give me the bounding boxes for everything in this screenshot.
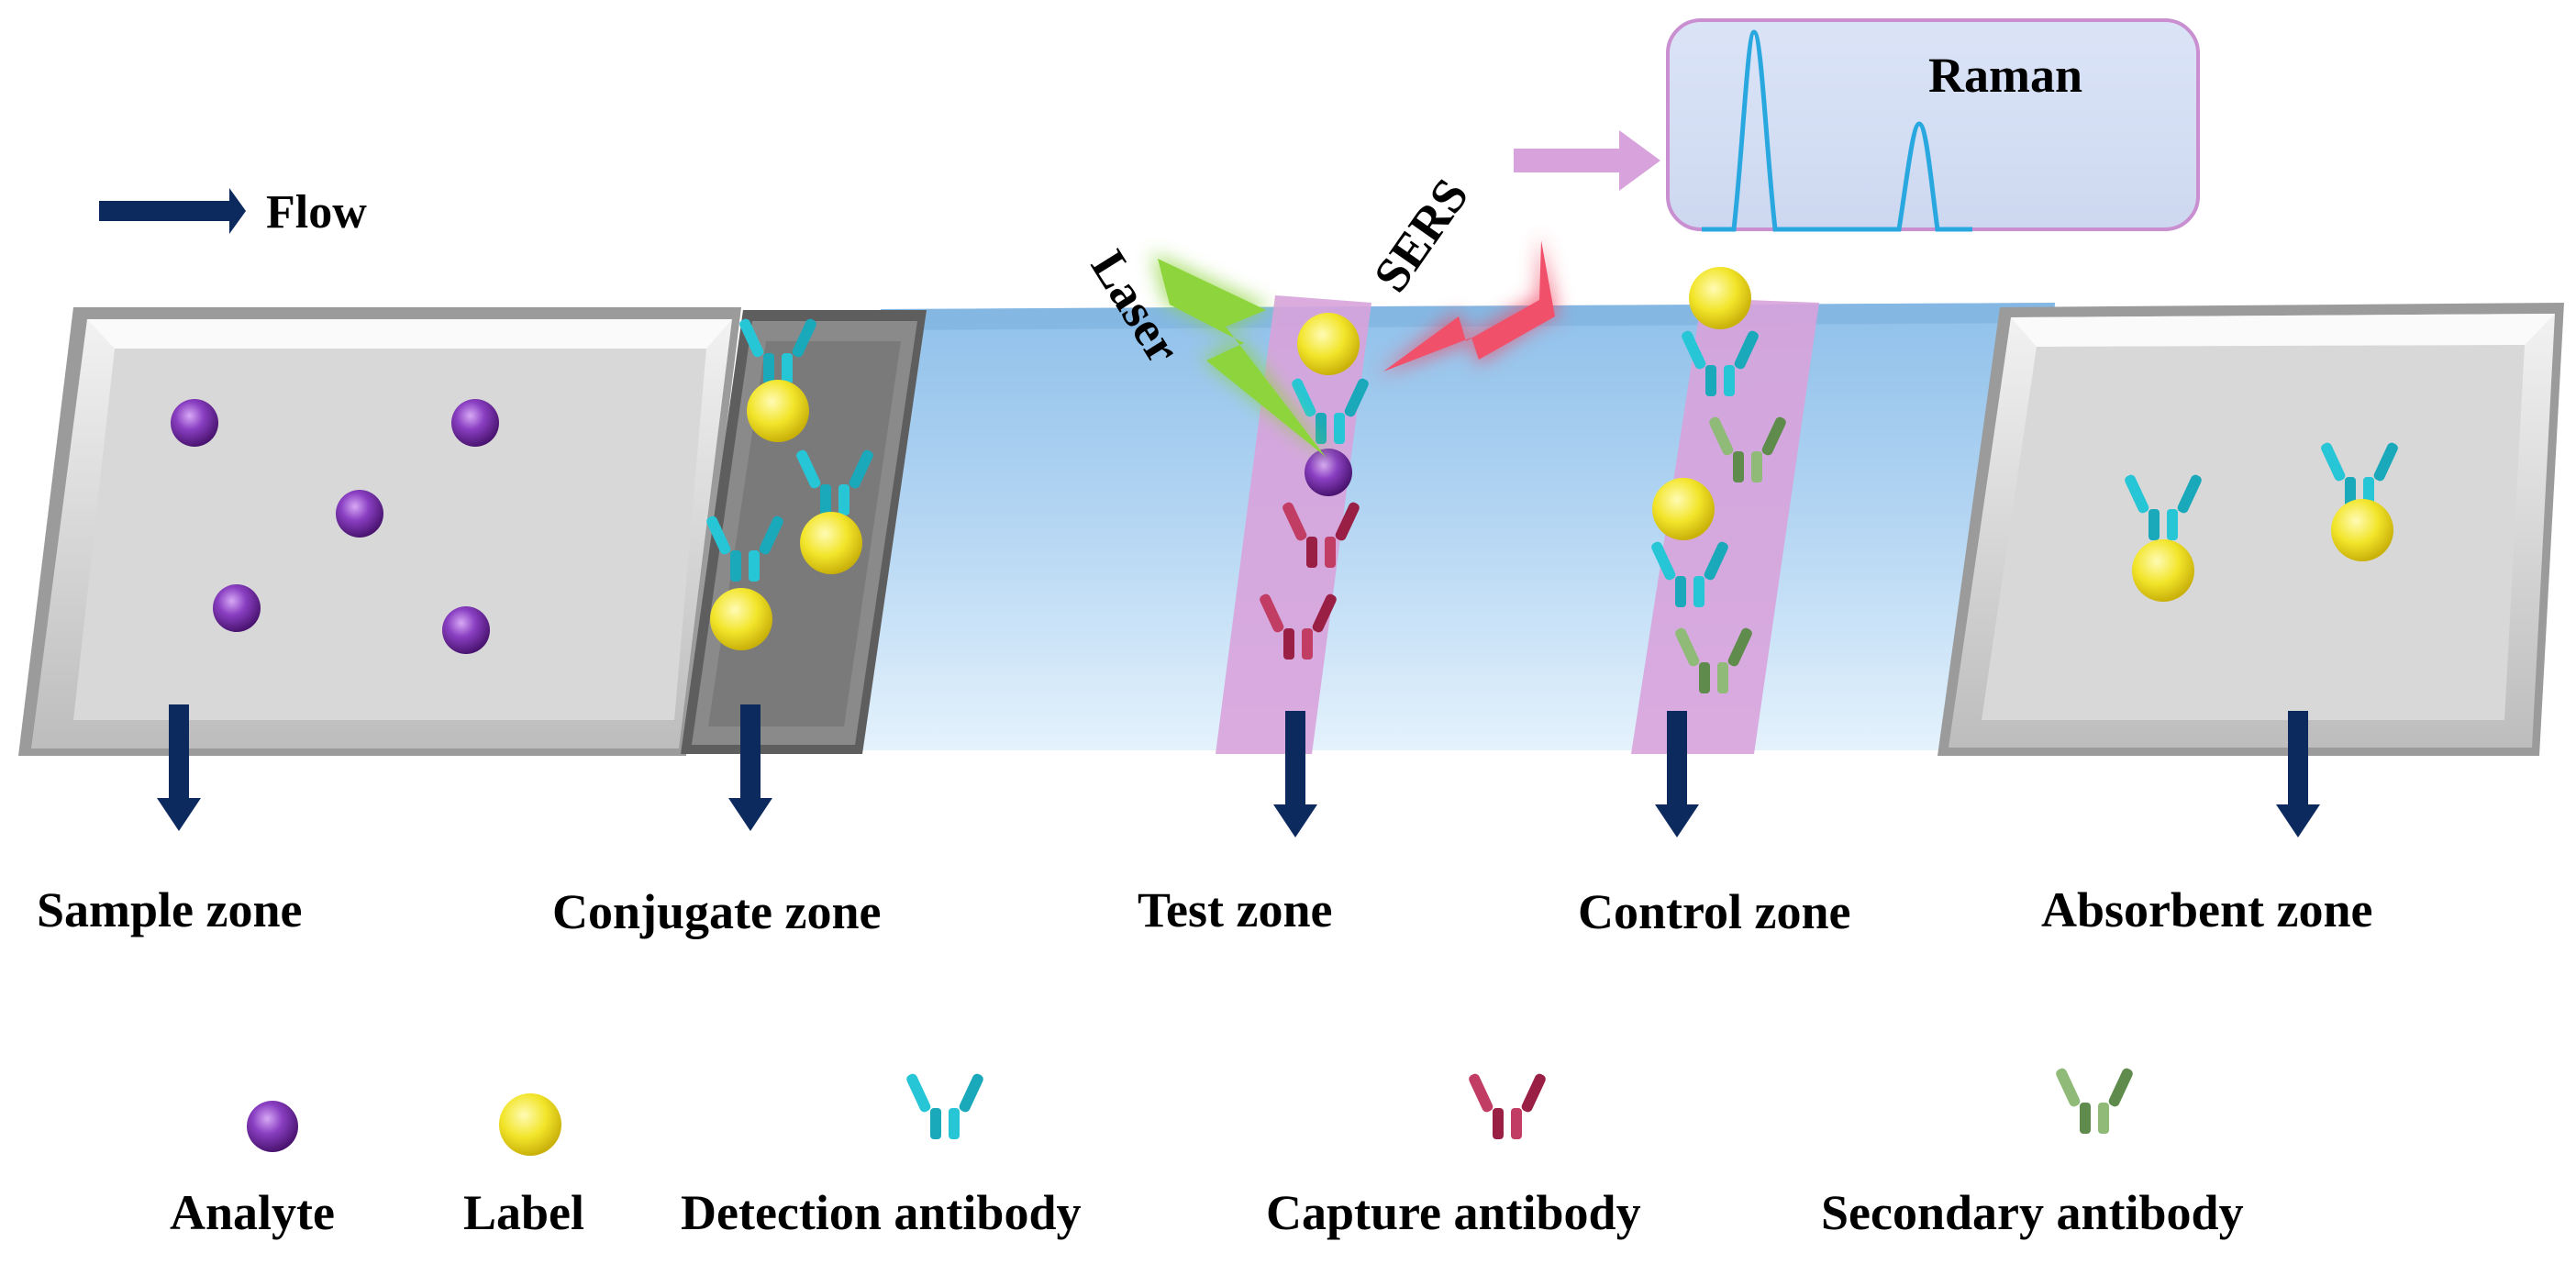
sample-pad [18, 307, 741, 756]
detection-antibody-icon [905, 1072, 985, 1139]
flow-arrow-icon [99, 188, 246, 234]
zone-label-absorbent: Absorbent zone [2041, 882, 2373, 937]
legend-label-detection: Detection antibody [681, 1185, 1081, 1240]
legend: Analyte Label Detection antibody Capture… [170, 1067, 2244, 1240]
test-zone-complexes [1258, 313, 1371, 660]
control-zone-complexes [1649, 267, 1788, 693]
legend-label-capture: Capture antibody [1266, 1185, 1641, 1240]
label-sphere-icon [499, 1093, 561, 1156]
sers-label: SERS [1363, 169, 1480, 302]
raman-spectrum-panel [1666, 18, 2200, 232]
legend-label-secondary: Secondary antibody [1821, 1185, 2244, 1240]
conjugate-complexes [705, 317, 875, 650]
legend-label-analyte: Analyte [170, 1185, 335, 1240]
raman-arrow-icon [1514, 130, 1660, 191]
legend-label-label: Label [463, 1185, 584, 1240]
zone-label-conjugate: Conjugate zone [552, 884, 881, 939]
nitrocellulose-membrane [855, 303, 2055, 750]
analyte-sphere-icon [247, 1101, 298, 1152]
zone-label-sample: Sample zone [37, 882, 303, 937]
zone-label-control: Control zone [1578, 884, 1850, 939]
capture-antibody-icon [1467, 1072, 1548, 1139]
laser-bolt-icon [1151, 252, 1335, 463]
zone-label-test: Test zone [1138, 882, 1333, 937]
raman-spectrum-line [1702, 29, 1972, 232]
secondary-antibody-icon [2054, 1067, 2135, 1134]
absorbent-zone-complexes [2123, 441, 2400, 602]
sers-bolt-icon [1376, 234, 1560, 376]
raman-label: Raman [1928, 48, 2082, 103]
flow-label: Flow [266, 186, 367, 238]
sample-analytes [171, 399, 499, 654]
absorbent-pad [1938, 303, 2564, 756]
